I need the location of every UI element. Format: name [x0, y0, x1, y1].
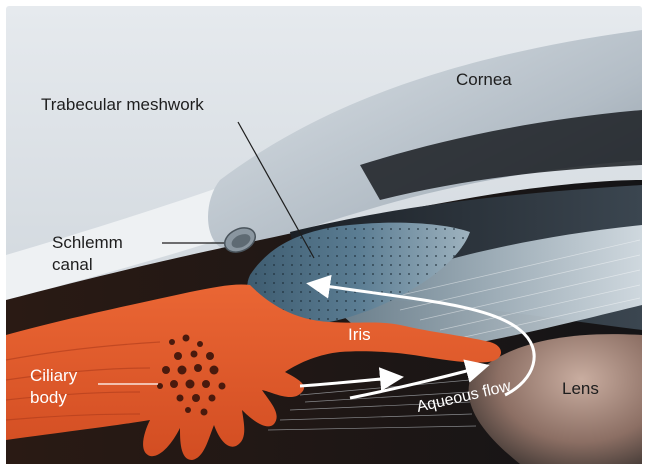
label-trabecular-meshwork: Trabecular meshwork	[41, 95, 204, 114]
label-ciliary: Ciliary	[30, 366, 78, 385]
label-cornea: Cornea	[456, 70, 512, 89]
label-canal: canal	[52, 255, 93, 274]
label-iris: Iris	[348, 325, 371, 344]
label-schlemm: Schlemm	[52, 233, 123, 252]
label-lens: Lens	[562, 379, 599, 398]
label-body: body	[30, 388, 67, 407]
